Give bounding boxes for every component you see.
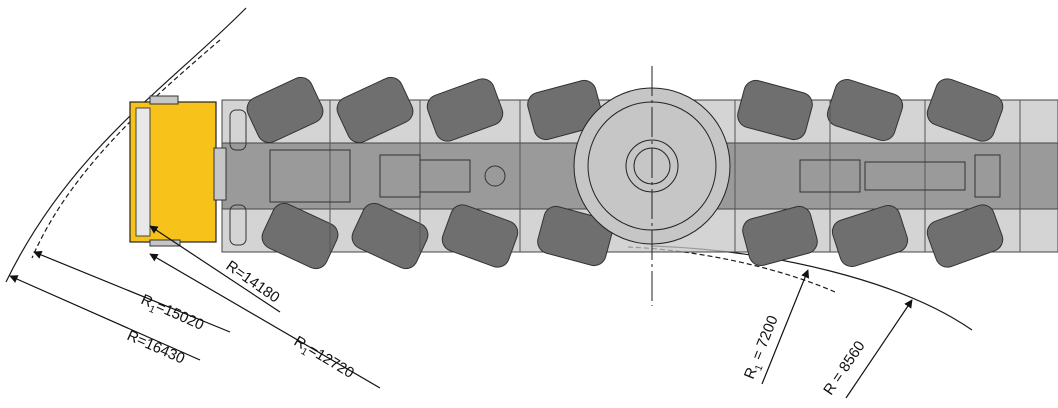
dimension-arrows — [9, 225, 913, 399]
wheel — [261, 202, 339, 270]
arrow-r-16430 — [9, 275, 201, 361]
wheel — [537, 205, 613, 267]
front-structure — [229, 109, 1001, 246]
outer-arc-r-16430 — [5, 7, 247, 283]
wheel — [426, 78, 504, 142]
label-r-8560: R = 8560 — [820, 338, 868, 398]
label-r1-15020: R1=15020 — [137, 291, 206, 336]
arrow-r-14180 — [149, 225, 281, 313]
outer-arc-r1-15020 — [31, 39, 221, 259]
wheel — [742, 205, 818, 267]
wheel — [527, 79, 603, 141]
inner-arc-r-8560 — [651, 245, 973, 331]
label-r-14180: R=14180 — [223, 257, 283, 306]
label-r-16430: R=16430 — [124, 327, 187, 367]
cab-step — [149, 239, 181, 247]
crane-icon — [221, 66, 1058, 306]
wheel — [826, 78, 904, 142]
label-r1-7200: R1 = 7200 — [741, 313, 785, 382]
cab-mirror — [149, 95, 179, 105]
cab-neck — [213, 147, 227, 201]
upper-wheels — [246, 76, 1004, 144]
cab-icon — [129, 95, 227, 247]
wheel — [336, 76, 414, 144]
wheel — [831, 204, 909, 268]
lower-wheels — [261, 202, 1004, 270]
radius-labels: R=16430 R1=15020 R=14180 R1=12720 R1 = 7… — [124, 257, 868, 398]
label-r1-12720: R1=12720 — [289, 333, 357, 385]
arrow-r1-7200 — [761, 269, 810, 385]
wheel — [926, 78, 1004, 142]
wheel — [926, 204, 1004, 268]
arrow-r1-15020 — [33, 250, 231, 333]
wheel — [737, 79, 813, 141]
arrow-r1-12720 — [149, 253, 381, 389]
cab-window — [135, 107, 151, 237]
wheel — [441, 204, 519, 268]
axle-dividers — [329, 100, 1021, 252]
wheel — [351, 202, 429, 270]
wheel — [246, 76, 324, 144]
arrow-r-8560 — [845, 299, 913, 399]
